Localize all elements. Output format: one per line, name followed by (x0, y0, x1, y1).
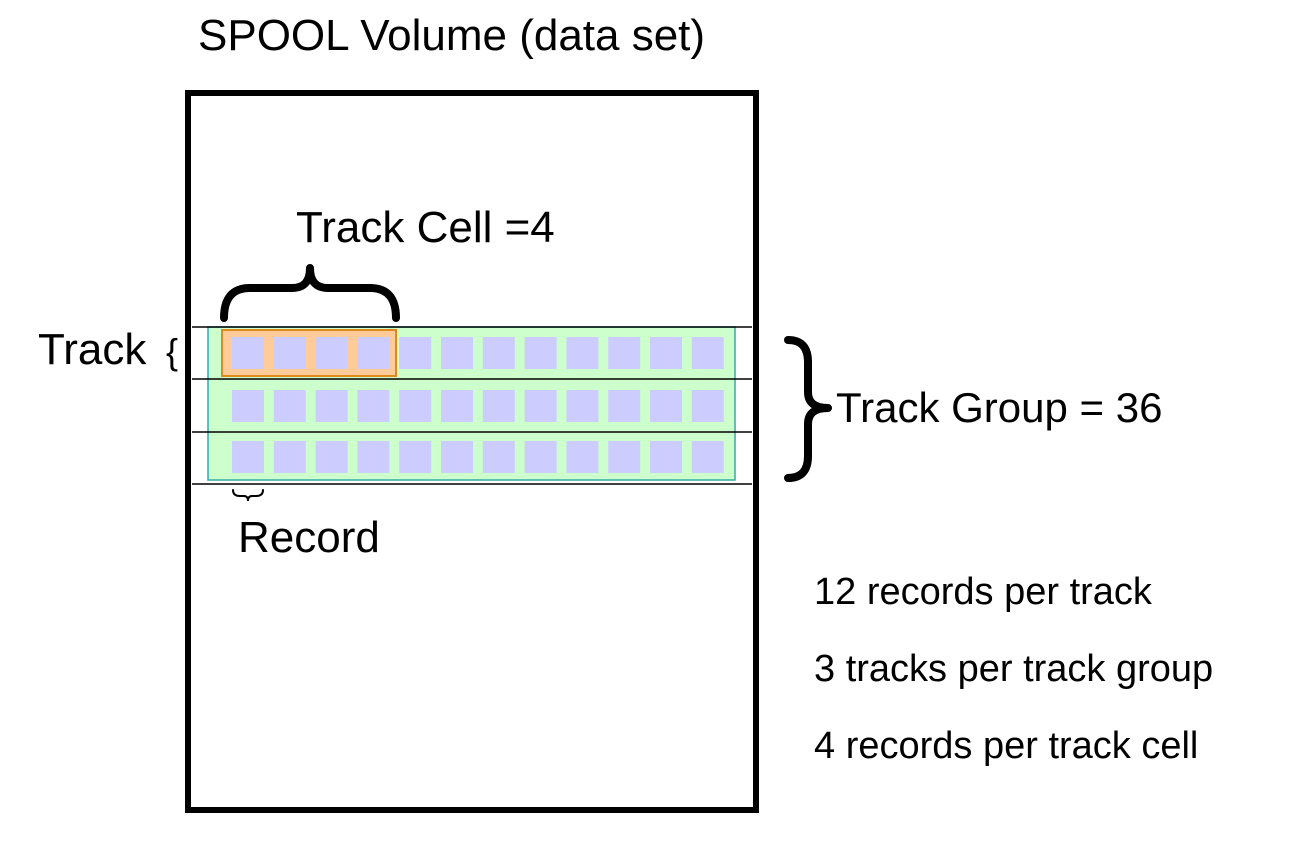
track-cell-label: Track Cell =4 (296, 203, 555, 252)
record-block (399, 441, 432, 473)
note-records-per-track: 12 records per track (814, 571, 1153, 613)
record-block (441, 390, 473, 422)
records-grid (232, 337, 724, 473)
record-block (566, 390, 599, 422)
record-block (232, 441, 264, 473)
track-cell-brace (220, 264, 400, 322)
record-block (566, 441, 599, 473)
record-block (691, 390, 724, 422)
record-block (273, 441, 306, 473)
record-block (399, 390, 432, 422)
record-block (691, 441, 724, 473)
note-records-per-cell: 4 records per track cell (814, 725, 1198, 767)
record-block (608, 337, 641, 369)
record-block (315, 390, 348, 422)
record-block (399, 337, 432, 369)
record-block (608, 390, 641, 422)
record-block (650, 441, 682, 473)
record-brace (232, 489, 264, 502)
record-block (650, 337, 682, 369)
record-block (650, 390, 682, 422)
record-block (315, 441, 348, 473)
record-block (691, 337, 724, 369)
record-block (482, 337, 515, 369)
record-block (441, 337, 473, 369)
record-block (482, 390, 515, 422)
record-label: Record (238, 513, 380, 562)
diagram-title: SPOOL Volume (data set) (198, 11, 705, 60)
record-block (357, 441, 390, 473)
note-tracks-per-group: 3 tracks per track group (814, 648, 1213, 690)
record-block (524, 441, 557, 473)
record-block (441, 441, 473, 473)
track-brace: { (166, 331, 178, 372)
record-block (315, 337, 348, 369)
record-block (524, 337, 557, 369)
record-block (273, 337, 306, 369)
record-block (273, 390, 306, 422)
track-group-brace (784, 336, 832, 482)
record-block (232, 390, 264, 422)
spool-volume-outline (185, 90, 759, 813)
record-block (357, 390, 390, 422)
record-block (357, 337, 390, 369)
record-block (566, 337, 599, 369)
track-label: Track (38, 325, 147, 374)
record-block (608, 441, 641, 473)
track-group-label: Track Group = 36 (836, 384, 1162, 431)
record-block (482, 441, 515, 473)
record-block (232, 337, 264, 369)
record-block (524, 390, 557, 422)
